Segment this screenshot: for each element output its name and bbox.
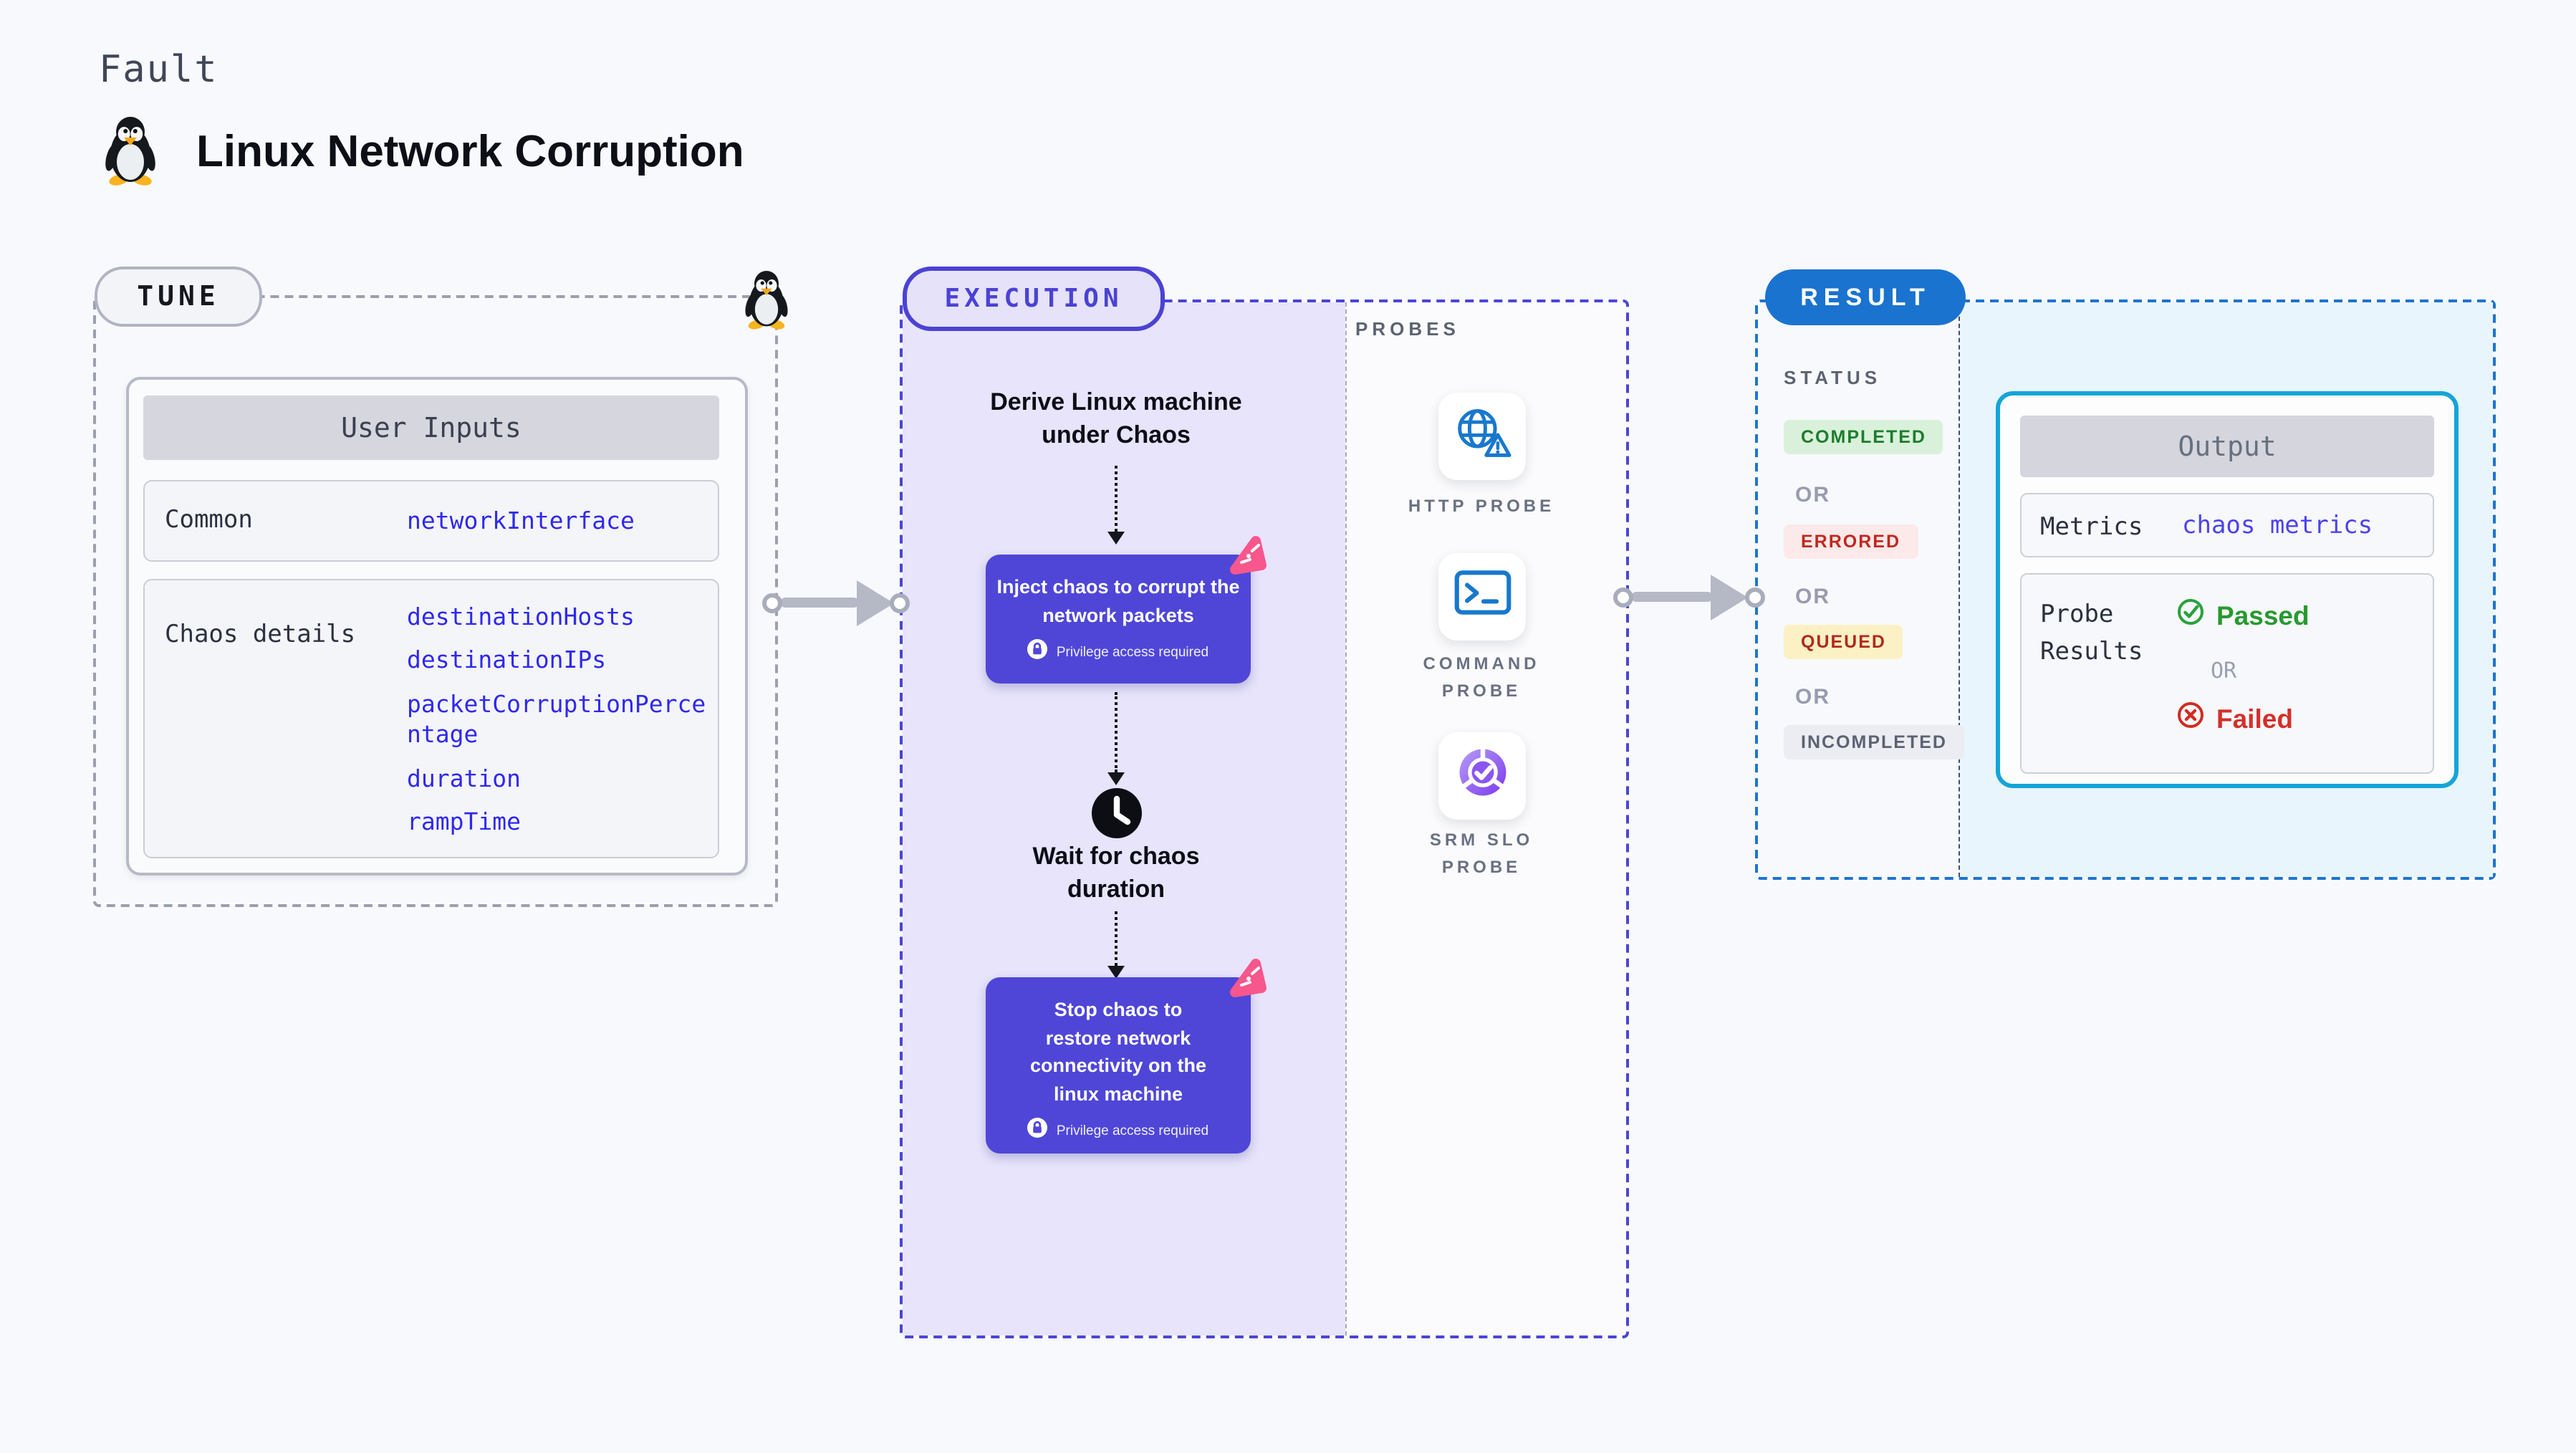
status-badge-completed: COMPLETED [1784,420,1943,454]
status-badge-incompleted: INCOMPLETED [1784,725,1964,759]
input-row-chaos-details: Chaos details destinationHosts destinati… [143,579,719,858]
srm-slo-probe-card [1438,732,1526,820]
user-inputs-title: User Inputs [143,395,719,460]
step-inject-chaos-label: Inject chaos to corrupt the network pack… [996,576,1240,626]
execution-probes-divider [1345,302,1347,1335]
lock-icon [1027,639,1048,666]
dotted-arrowhead [1107,532,1125,545]
srm-slo-probe-label: SRM SLO PROBE [1429,830,1534,878]
or-separator: OR [1795,685,1830,709]
privilege-row: Privilege access required [986,1118,1251,1146]
input-row-common: Common networkInterface [143,480,719,562]
execution-stage-badge: EXECUTION [903,267,1165,331]
command-probe-label: COMMAND PROBE [1423,653,1540,701]
or-separator: OR [2211,658,2237,684]
dotted-arrowhead [1107,772,1125,785]
flow-arrow-execution-result [1632,592,1712,602]
passed-label: Passed [2216,600,2310,630]
status-badge-errored: ERRORED [1784,524,1918,559]
page-title: Linux Network Corruption [196,126,744,176]
privilege-label: Privilege access required [1056,1123,1209,1140]
passed-result: Passed [2176,598,2310,633]
probes-section-label: PROBES [1355,318,1460,340]
input-value: packetCorruptionPercentage [407,690,706,749]
failed-label: Failed [2216,703,2293,733]
connector-dot [1613,588,1633,608]
step-derive-machine: Derive Linux machine under Chaos [990,388,1242,449]
status-section-label: STATUS [1784,367,1882,388]
connector-dot [762,593,782,613]
probe-results-label: Probe Results [2040,600,2143,666]
output-title: Output [2020,416,2434,477]
step-stop-chaos-node: Stop chaos to restore network connectivi… [986,959,1267,1154]
dotted-connector [1115,466,1118,532]
check-circle-icon [2176,598,2205,633]
or-separator: OR [1795,483,1830,507]
metrics-label: Metrics [2040,513,2143,542]
chaos-fault-icon [1225,534,1269,579]
dotted-arrowhead [1107,966,1125,979]
privilege-row: Privilege access required [986,639,1251,666]
input-row-label: Common [165,506,253,534]
dotted-connector [1115,911,1118,966]
tune-stage-badge: TUNE [95,267,262,327]
input-value: rampTime [407,808,521,836]
flow-arrowhead [1711,575,1748,620]
input-row-label: Chaos details [165,620,356,649]
connector-dot [1745,588,1765,608]
metrics-value: chaos metrics [2182,512,2373,540]
tux-penguin-small-icon [742,269,791,337]
slo-donut-check-icon [1452,742,1512,810]
tux-penguin-icon [102,115,159,193]
status-output-divider [1959,302,1960,877]
status-badge-queued: QUEUED [1784,625,1903,659]
or-separator: OR [1795,585,1830,609]
globe-alert-icon [1452,406,1512,467]
flow-arrowhead [857,580,894,626]
input-value: destinationIPs [407,646,607,674]
terminal-icon [1452,567,1512,626]
input-values-list: destinationHosts destinationIPs packetCo… [407,602,711,850]
fault-eyebrow: Fault [99,49,218,92]
user-inputs-card: User Inputs Common networkInterface Chao… [126,377,748,876]
failed-result: Failed [2176,701,2293,737]
input-value: duration [407,764,521,792]
chaos-fault-icon [1225,957,1269,1002]
step-wait-duration: Wait for chaos duration [1032,843,1200,903]
http-probe-label: HTTP PROBE [1408,496,1555,516]
input-value: networkInterface [407,507,635,534]
step-stop-chaos-label: Stop chaos to restore network connectivi… [1029,999,1207,1105]
step-inject-chaos-node: Inject chaos to corrupt the network pack… [986,536,1267,684]
result-stage-badge: RESULT [1765,269,1966,325]
metrics-row: Metrics chaos metrics [2020,493,2434,557]
connector-dot [890,593,910,613]
probe-results-row: Probe Results Passed OR [2020,573,2434,774]
privilege-label: Privilege access required [1056,645,1209,661]
clock-icon [1090,787,1143,847]
input-value: destinationHosts [407,603,635,630]
x-circle-icon [2176,701,2205,737]
http-probe-card [1438,393,1526,480]
lock-icon [1027,1118,1048,1146]
dotted-connector [1115,692,1118,772]
flow-arrow-tune-execution [781,598,858,608]
command-probe-card [1438,553,1526,641]
output-panel: Output Metrics chaos metrics Probe Resul… [1996,391,2459,788]
